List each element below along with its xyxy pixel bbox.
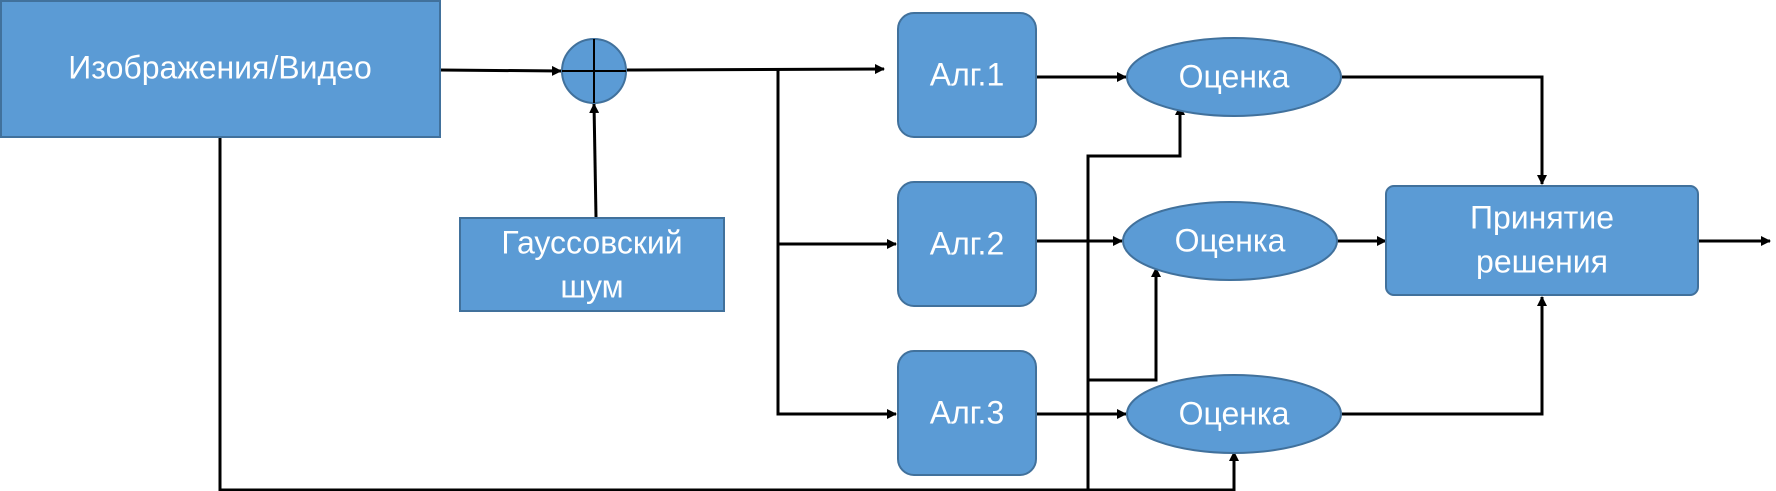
noise-label-line2: шум [560, 268, 623, 304]
decision-label-line2: решения [1476, 243, 1608, 279]
eval2-node: Оценка [1122, 201, 1338, 281]
edges [218, 64, 1771, 491]
alg3-label: Алг.3 [930, 394, 1004, 430]
eval2-label: Оценка [1175, 222, 1286, 258]
alg2-node: Алг.2 [897, 181, 1037, 307]
summing-junction [561, 38, 627, 104]
source-label: Изображения/Видео [68, 49, 371, 85]
alg1-label: Алг.1 [930, 56, 1004, 92]
noise-label-line1: Гауссовский [501, 224, 682, 260]
decision-label-line1: Принятие [1470, 199, 1614, 235]
edge-source-to-eval3 [218, 137, 1239, 491]
edge-branch-to-alg2 [776, 70, 897, 249]
edge-eval1-to-decision [1342, 75, 1547, 185]
eval1-label: Оценка [1179, 58, 1290, 94]
decision-node: Принятие решения [1385, 185, 1699, 296]
edge-source-to-sum [439, 65, 562, 76]
edge-source-to-eval1 [1086, 105, 1185, 490]
eval3-label: Оценка [1179, 395, 1290, 431]
alg2-label: Алг.2 [930, 225, 1004, 261]
eval3-node: Оценка [1126, 374, 1342, 454]
source-node: Изображения/Видео [0, 0, 441, 138]
noise-node: Гауссовский шум [459, 217, 725, 312]
alg1-node: Алг.1 [897, 12, 1037, 138]
edge-noise-to-sum [589, 103, 600, 218]
edge-source-to-eval2 [1088, 267, 1161, 382]
edge-eval3-to-decision [1342, 296, 1547, 416]
edge-branch-to-alg3 [776, 244, 897, 419]
eval1-node: Оценка [1126, 37, 1342, 117]
alg3-node: Алг.3 [897, 350, 1037, 476]
edge-sum-to-alg1 [626, 64, 885, 75]
